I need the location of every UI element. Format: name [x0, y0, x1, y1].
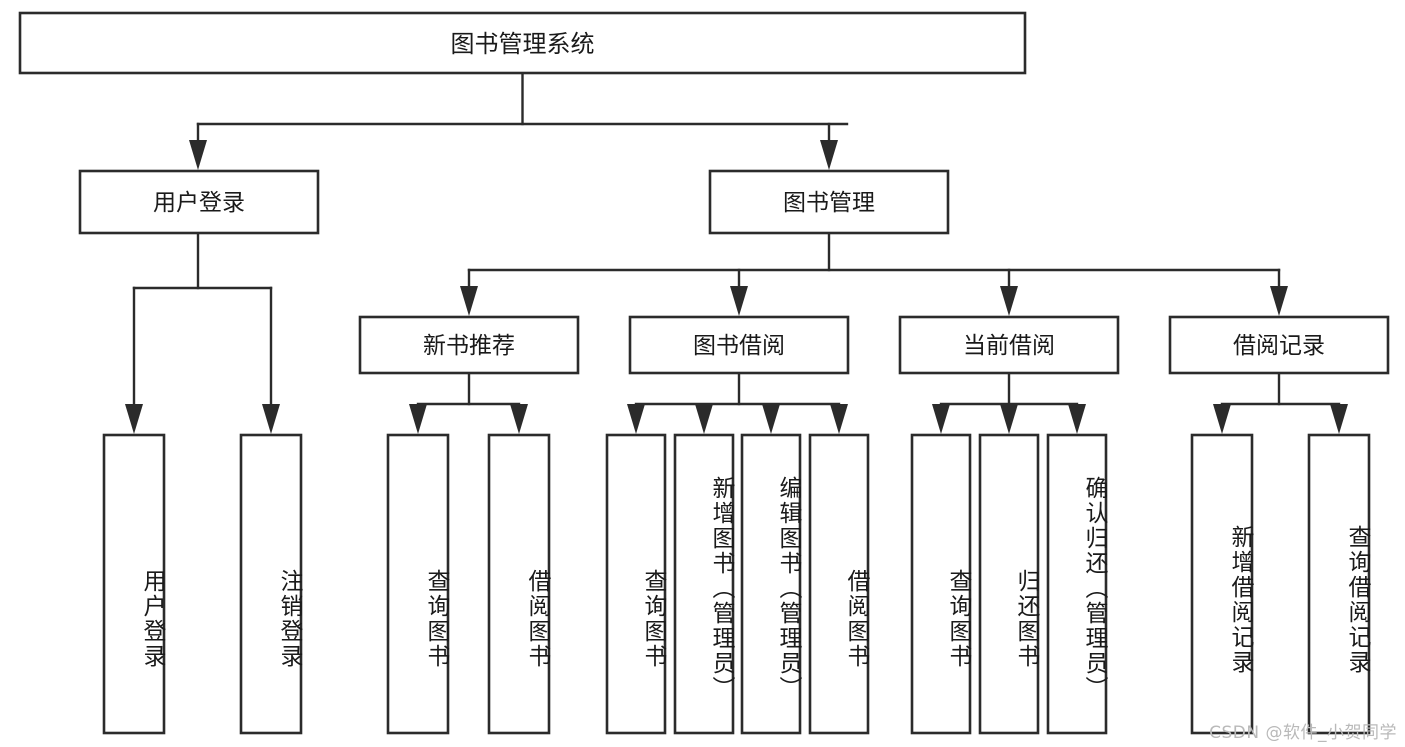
leaf-confirm-return-box[interactable] [1046, 433, 1108, 735]
arrowhead-current-borrow [1000, 286, 1018, 316]
node-book-borrow-box[interactable] [628, 315, 850, 375]
node-root-label: 图书管理系统 [451, 30, 595, 58]
node-user-login-label: 用户登录 [153, 190, 245, 216]
node-root[interactable]: 图书管理系统 [18, 11, 1027, 75]
connector-group-new-book-to-leaves [409, 371, 528, 434]
node-book-borrow[interactable]: 图书借阅 [628, 315, 850, 375]
leaf-edit-book-box[interactable] [740, 433, 802, 735]
leaf-query-book-2-box[interactable] [605, 433, 667, 735]
leaf-borrow-book-2-box[interactable] [808, 433, 870, 735]
arrowhead-leaf-return-book [1000, 404, 1018, 434]
arrowhead-leaf-add-record [1213, 404, 1231, 434]
connector-group-current-borrow-to-leaves [932, 371, 1086, 434]
node-book-management[interactable]: 图书管理 [708, 169, 950, 235]
arrowhead-leaf-query-book-3 [932, 404, 950, 434]
leaf-add-record-box[interactable] [1190, 433, 1254, 735]
node-current-borrow[interactable]: 当前借阅 [898, 315, 1120, 375]
connector-group-root-to-level2 [189, 71, 849, 170]
arrowhead-leaf-query-book-1 [409, 404, 427, 434]
node-new-book-recommend-box[interactable] [358, 315, 580, 375]
leaf-query-book-3-box[interactable] [910, 433, 972, 735]
node-book-borrow-label: 图书借阅 [693, 333, 785, 359]
leaf-query-record-box[interactable] [1307, 433, 1371, 735]
leaf-borrow-book-1-box[interactable] [487, 433, 551, 735]
arrowhead-book-management [820, 140, 838, 170]
watermark-text: CSDN @软件_小贺同学 [1209, 723, 1397, 743]
leaf-boxes [102, 433, 1371, 735]
node-user-login[interactable]: 用户登录 [78, 169, 320, 235]
arrowhead-book-borrow [730, 286, 748, 316]
node-borrow-record-box[interactable] [1168, 315, 1390, 375]
leaf-return-book-box[interactable] [978, 433, 1040, 735]
node-current-borrow-box[interactable] [898, 315, 1120, 375]
arrowhead-user-login [189, 140, 207, 170]
arrowhead-leaf-query-book-2 [627, 404, 645, 434]
connector-group-book-borrow-to-leaves [627, 371, 848, 434]
leaf-user-login-box[interactable] [102, 433, 166, 735]
node-book-management-label: 图书管理 [783, 190, 875, 216]
arrowhead-leaf-user-login [125, 404, 143, 434]
arrowhead-leaf-add-book [695, 404, 713, 434]
arrowhead-leaf-borrow-book-1 [510, 404, 528, 434]
node-borrow-record-label: 借阅记录 [1233, 333, 1325, 359]
arrowhead-leaf-logout [262, 404, 280, 434]
arrowhead-leaf-edit-book [762, 404, 780, 434]
node-current-borrow-label: 当前借阅 [963, 333, 1055, 359]
arrowhead-borrow-record [1270, 286, 1288, 316]
arrowhead-leaf-borrow-book-2 [830, 404, 848, 434]
leaf-query-book-1-box[interactable] [386, 433, 450, 735]
node-new-book-recommend-label: 新书推荐 [423, 333, 515, 359]
node-new-book-recommend[interactable]: 新书推荐 [358, 315, 580, 375]
arrowhead-new-book-recommend [460, 286, 478, 316]
connector-group-user-login-to-leaves [125, 231, 280, 434]
connector-group-borrow-record-to-leaves [1213, 371, 1348, 434]
node-borrow-record[interactable]: 借阅记录 [1168, 315, 1390, 375]
node-book-management-box[interactable] [708, 169, 950, 235]
arrowhead-leaf-confirm-return [1068, 404, 1086, 434]
leaf-add-book-box[interactable] [673, 433, 735, 735]
leaf-logout-box[interactable] [239, 433, 303, 735]
connector-group-book-management-to-level3 [460, 231, 1288, 316]
node-root-box[interactable] [18, 11, 1027, 75]
node-user-login-box[interactable] [78, 169, 320, 235]
arrowhead-leaf-query-record [1330, 404, 1348, 434]
